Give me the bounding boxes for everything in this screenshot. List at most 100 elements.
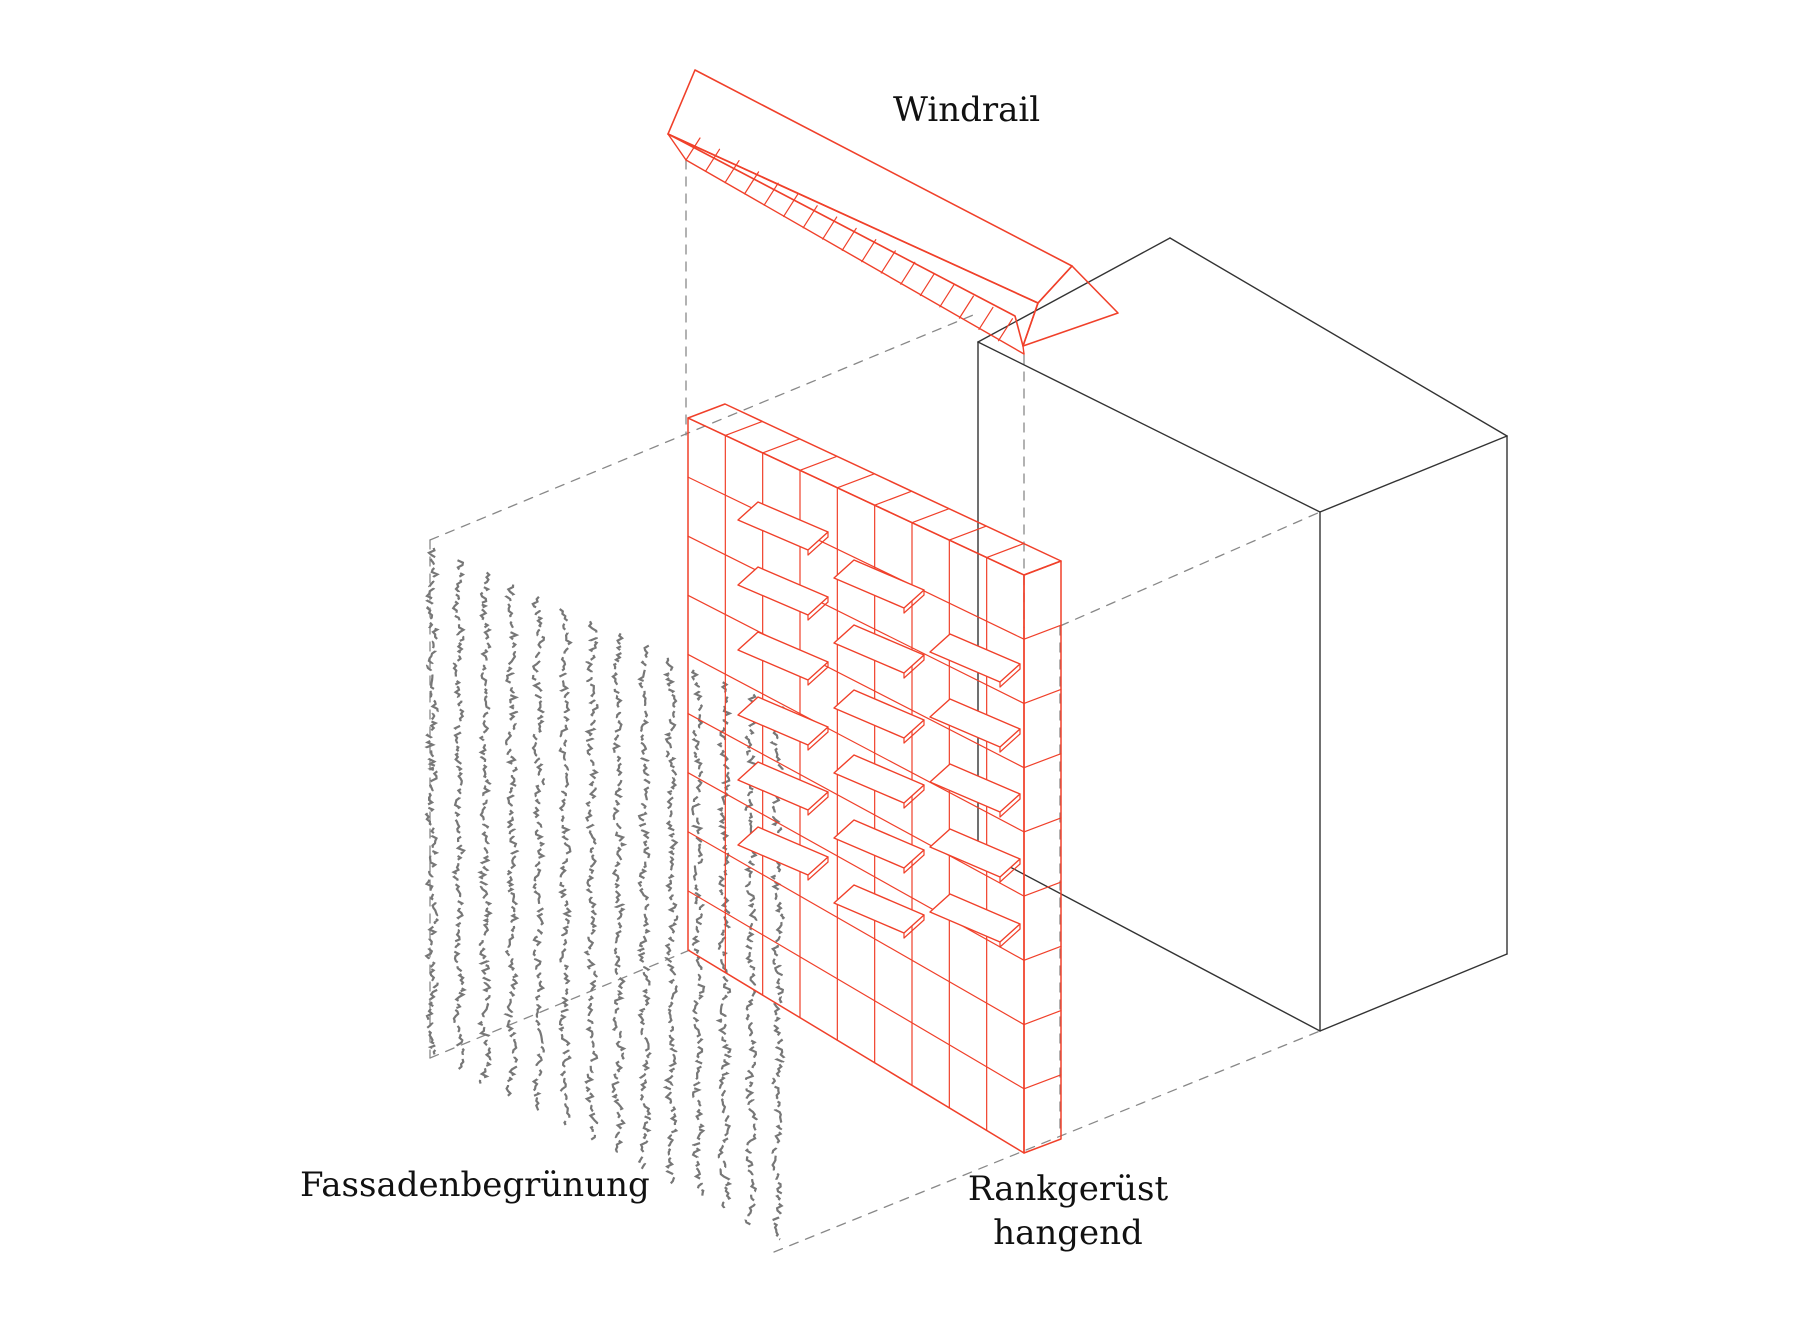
trellis-side-face [1023,560,1062,1154]
trellis-shelf [833,884,925,934]
windrail-louvre [978,306,994,331]
windrail-louvre [997,318,1014,342]
windrail-louvre [919,272,935,297]
trellis-shelf-edge [807,601,829,621]
windrail-louvre [958,295,975,319]
trellis-horizontal-rail [687,594,1025,769]
plant-strand [690,669,706,1196]
trellis-side-divider [1023,688,1062,705]
windrail-element [667,69,1119,355]
building-volume [977,237,1508,1032]
trellis-shelf-edge [999,668,1021,688]
windrail-louvre [743,171,760,195]
trellis-shelf [833,754,925,804]
trellis-label-line1: Rankgerüst [967,1169,1169,1209]
plant-strand [476,571,494,1084]
facade-greening-plants [424,547,786,1241]
windrail-end-face [1022,265,1119,347]
guide-line [429,312,979,541]
windrail-louvre [802,205,818,229]
trellis-horizontal-rail [687,890,1025,1090]
plant-strand [662,657,679,1185]
plant-strand [503,584,520,1097]
windrail-louvre [763,182,779,206]
windrail-louvre [724,159,740,184]
building-edge [977,341,1321,513]
windrail-louvre [822,216,838,240]
trellis-top-divider [762,438,801,454]
trellis-horizontal-rail [687,653,1025,833]
trellis-side-divider [1023,1009,1062,1026]
plant-strand [531,596,546,1111]
trellis-shelf [833,689,925,739]
trellis-side-divider [1023,753,1062,769]
trellis-horizontal-rail [687,535,1025,705]
trellis-shelf [929,633,1021,683]
trellis-shelf-edge [999,798,1021,818]
windrail-louvre [704,148,721,172]
trellis-shelf [737,566,829,616]
trellis-shelf [929,893,1021,943]
trellis-shelf-edge [903,594,925,614]
windrail-louvre [880,250,896,274]
windrail-louvre [900,261,916,285]
trellis-shelf-edge [807,731,829,751]
building-edge [1319,435,1508,513]
windrail-louvre [939,284,955,308]
guide-line [429,949,691,1059]
trellis-side-divider [1023,817,1062,833]
trellis-shelf-edge [903,724,925,744]
guide-line [1059,511,1321,627]
trellis-shelf-edge [999,928,1021,948]
trellis-shelf-edge [903,789,925,809]
windrail-louvre [861,239,877,263]
trellis-top-divider [724,420,763,437]
facade-greening-label: Fassadenbegrünung [300,1165,650,1205]
trellis-shelf [833,819,925,869]
trellis-horizontal-rail [687,772,1025,961]
trellis-top-divider [836,473,875,489]
trellis-shelf [833,559,925,609]
trellis-shelf [929,698,1021,748]
trellis-side-divider [1023,881,1062,897]
building-edge [1169,237,1508,437]
trellis-top-divider [948,525,987,541]
plant-strand [715,681,733,1211]
plant-strand [424,547,440,1055]
trellis-side-divider [1023,1074,1062,1090]
trellis-top-divider [986,542,1025,559]
trellis-shelf-edge [903,919,925,939]
trellis-side-divider [1023,945,1062,961]
windrail-louvre [783,193,799,218]
plant-strand [451,559,467,1070]
trellis-top-divider [799,455,838,471]
windrail-front-face [667,133,1039,347]
trellis-shelf [737,631,829,681]
windrail-edge [1022,345,1025,355]
trellis-shelf-edge [903,659,925,679]
plant-strand [558,608,573,1126]
plant-strand [611,632,628,1155]
trellis-shelf-edge [999,863,1021,883]
guide-line [773,1030,1321,1253]
trellis-top-divider [874,490,913,506]
windrail-louvre [841,227,857,251]
building-edge [1319,953,1508,1032]
trellis-side-divider [1023,624,1062,640]
trellis-top-divider [911,508,950,524]
trellis-shelf-edge [807,861,829,881]
trellis-shelf [833,624,925,674]
trellis-label: Rankgerüst hangend [968,1167,1168,1255]
hanging-trellis [687,403,1062,1154]
trellis-label-line2: hangend [993,1213,1143,1253]
plant-strand [583,620,599,1141]
windrail-edge [685,159,1025,355]
building-edge [977,237,1171,343]
trellis-shelf-edge [903,854,925,874]
trellis-shelf-edge [807,666,829,686]
windrail-louvre [685,137,701,161]
windrail-edge [667,133,687,161]
windrail-label: Windrail [893,90,1041,130]
